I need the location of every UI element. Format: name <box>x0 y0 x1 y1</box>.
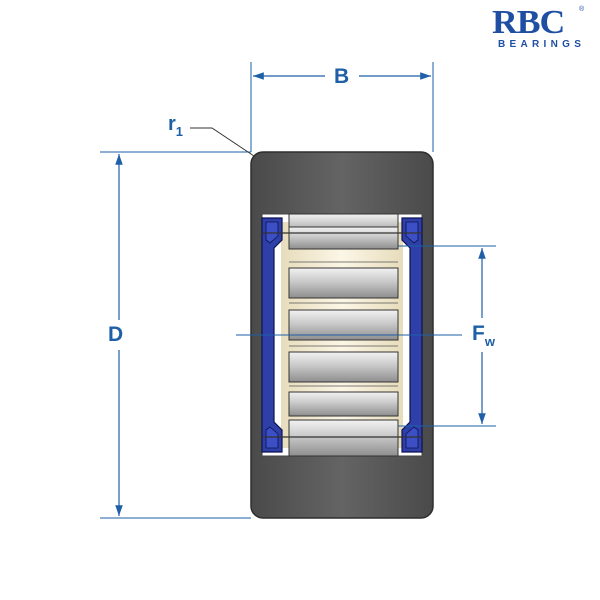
dimension-fw <box>398 245 496 427</box>
logo-registered-mark: ® <box>579 6 585 13</box>
label-r1-subscript: 1 <box>175 124 184 139</box>
label-fw-subscript: w <box>484 334 495 349</box>
roller-2 <box>288 267 399 299</box>
roller-1 <box>288 226 399 250</box>
label-b: B <box>334 65 350 88</box>
dimension-d <box>100 151 251 519</box>
roller-5 <box>288 391 399 417</box>
logo-subtitle: BEARINGS <box>498 39 586 50</box>
label-d: D <box>108 323 124 346</box>
label-r1: r1 <box>168 113 183 138</box>
roller-6 <box>288 419 399 457</box>
rbc-bearings-logo: RBC ® BEARINGS <box>492 6 592 54</box>
roller-4 <box>288 351 399 383</box>
label-fw: Fw <box>472 322 495 348</box>
logo-brand: RBC <box>492 4 565 41</box>
dimension-r1-leader <box>190 127 255 157</box>
dimension-b <box>250 62 434 152</box>
rollers <box>288 213 399 457</box>
label-fw-main: F <box>472 322 485 345</box>
label-r1-main: r <box>168 113 176 135</box>
